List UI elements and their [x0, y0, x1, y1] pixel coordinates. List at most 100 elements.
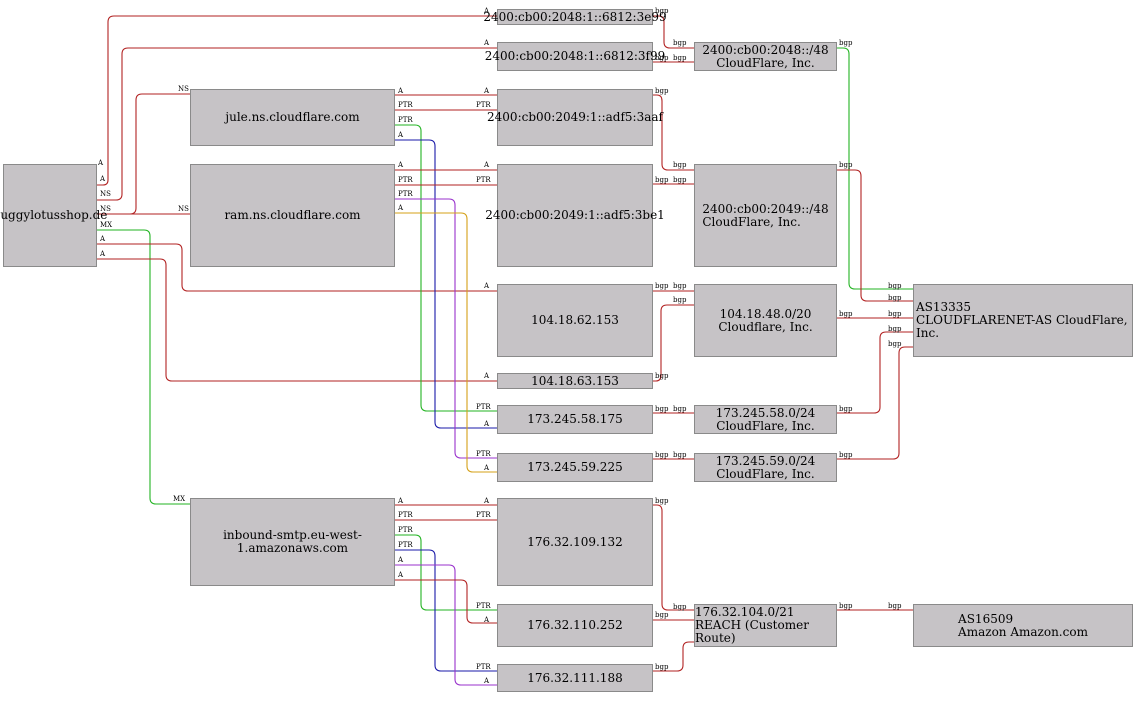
node-ns-ram[interactable]: ram.ns.cloudflare.com [190, 164, 395, 267]
as-16509-number: AS16509 [958, 611, 1014, 626]
edge-label-bgp: bgp [839, 405, 853, 413]
prefix-5-range: 173.245.59.0/24 [715, 453, 816, 468]
edge-label-bgp: bgp [839, 39, 853, 47]
prefix-4-range: 173.245.58.0/24 [715, 405, 816, 420]
node-ip4-6-label: 176.32.110.252 [527, 618, 623, 632]
node-domain[interactable]: buggylotusshop.de [0, 164, 107, 267]
node-ip6-1[interactable]: 2400:cb00:2048:1::6812:3e99 [483, 9, 667, 25]
node-ip6-2-label: 2400:cb00:2048:1::6812:3f99 [484, 49, 666, 63]
prefix-4-owner: CloudFlare, Inc. [716, 418, 815, 433]
node-ip6-1-label: 2400:cb00:2048:1::6812:3e99 [483, 9, 667, 24]
edge-label-a: A [483, 372, 490, 380]
node-domain-label: buggylotusshop.de [0, 208, 108, 222]
edge-label-ptr: PTR [398, 101, 413, 109]
node-ip4-6[interactable]: 176.32.110.252 [497, 604, 653, 647]
edge-label-a: A [483, 282, 490, 290]
edge-label-bgp: bgp [673, 39, 687, 47]
edge-label-a: A [483, 39, 490, 47]
node-mx-label: inbound-smtp.eu-west-1.amazonaws.com [223, 528, 362, 555]
edge-label-ptr: PTR [476, 176, 491, 184]
node-ip4-4-label: 173.245.59.225 [527, 460, 623, 474]
edge-label-a: A [99, 235, 106, 243]
prefix-3-owner: Cloudflare, Inc. [718, 319, 813, 334]
node-ip4-5[interactable]: 176.32.109.132 [497, 498, 653, 586]
edge-label-ptr: PTR [398, 511, 413, 519]
edge-label-a: A [483, 161, 490, 169]
edge-label-ptr: PTR [398, 526, 413, 534]
edge-label-ptr: PTR [398, 190, 413, 198]
edge-label-bgp: bgp [655, 87, 669, 95]
node-ip4-3-label: 173.245.58.175 [527, 412, 623, 426]
edge-30 [653, 504, 694, 611]
prefix-3-range: 104.18.48.0/20 [719, 306, 812, 321]
edge-label-bgp: bgp [839, 602, 853, 610]
edge-label-a: A [397, 87, 404, 95]
prefix-6-owner: REACH (Customer Route) [695, 618, 809, 645]
edge-15 [395, 212, 497, 473]
node-ip6-4[interactable]: 2400:cb00:2049:1::adf5:3be1 [485, 164, 665, 267]
node-ip6-2[interactable]: 2400:cb00:2048:1::6812:3f99 [485, 42, 665, 71]
edge-label-a: A [397, 497, 404, 505]
prefix-2-owner: CloudFlare, Inc. [702, 214, 801, 229]
edge-32 [653, 641, 694, 672]
edge-14 [395, 198, 497, 459]
node-ip6-3[interactable]: 2400:cb00:2049:1::adf5:3aaf [487, 89, 663, 146]
edge-10 [395, 124, 497, 412]
edge-11 [395, 139, 497, 429]
edge-27 [653, 304, 694, 382]
edge-label-ns: NS [178, 205, 189, 213]
node-ip6-4-label: 2400:cb00:2049:1::adf5:3be1 [485, 208, 665, 222]
node-ns-jule[interactable]: jule.ns.cloudflare.com [190, 89, 395, 146]
edge-label-a: A [397, 131, 404, 139]
edge-label-ns: NS [100, 205, 111, 213]
edge-label-mx: MX [100, 221, 112, 229]
edge-label-bgp: bgp [655, 54, 669, 62]
edge-20 [395, 564, 497, 686]
edge-36 [837, 331, 913, 414]
edge-label-bgp: bgp [888, 340, 902, 348]
edge-21 [395, 579, 497, 624]
edge-label-bgp: bgp [655, 611, 669, 619]
prefix-1-owner: CloudFlare, Inc. [716, 55, 815, 70]
node-ip4-7[interactable]: 176.32.111.188 [497, 664, 653, 692]
edge-label-ns: NS [178, 85, 189, 93]
edge-18 [395, 534, 497, 611]
edge-label-bgp: bgp [888, 325, 902, 333]
prefix-6-range: 176.32.104.0/21 [695, 605, 795, 619]
edge-label-bgp: bgp [655, 663, 669, 671]
node-ns-jule-label: jule.ns.cloudflare.com [225, 110, 360, 124]
edge-2 [97, 47, 497, 201]
node-ip4-2[interactable]: 104.18.63.153 [497, 373, 653, 389]
edge-33 [837, 47, 913, 290]
node-ip4-3[interactable]: 173.245.58.175 [497, 405, 653, 434]
node-ip4-4[interactable]: 173.245.59.225 [497, 453, 653, 482]
edge-label-a: A [99, 250, 106, 258]
edge-label-a: A [483, 7, 490, 15]
edge-label-a: A [397, 161, 404, 169]
prefix-1-range: 2400:cb00:2048::/48 [702, 42, 829, 57]
node-ip6-3-label: 2400:cb00:2049:1::adf5:3aaf [487, 110, 663, 124]
prefix-2-range: 2400:cb00:2049::/48 [702, 201, 829, 216]
edge-label-a: A [483, 616, 490, 624]
node-ns-ram-label: ram.ns.cloudflare.com [224, 208, 361, 222]
node-ip4-1[interactable]: 104.18.62.153 [497, 284, 653, 357]
node-mx[interactable]: inbound-smtp.eu-west-1.amazonaws.com [190, 498, 395, 586]
edge-label-bgp: bgp [673, 603, 687, 611]
edge-label-a: A [483, 464, 490, 472]
edge-label-bgp: bgp [673, 451, 687, 459]
edge-label-ptr: PTR [476, 450, 491, 458]
